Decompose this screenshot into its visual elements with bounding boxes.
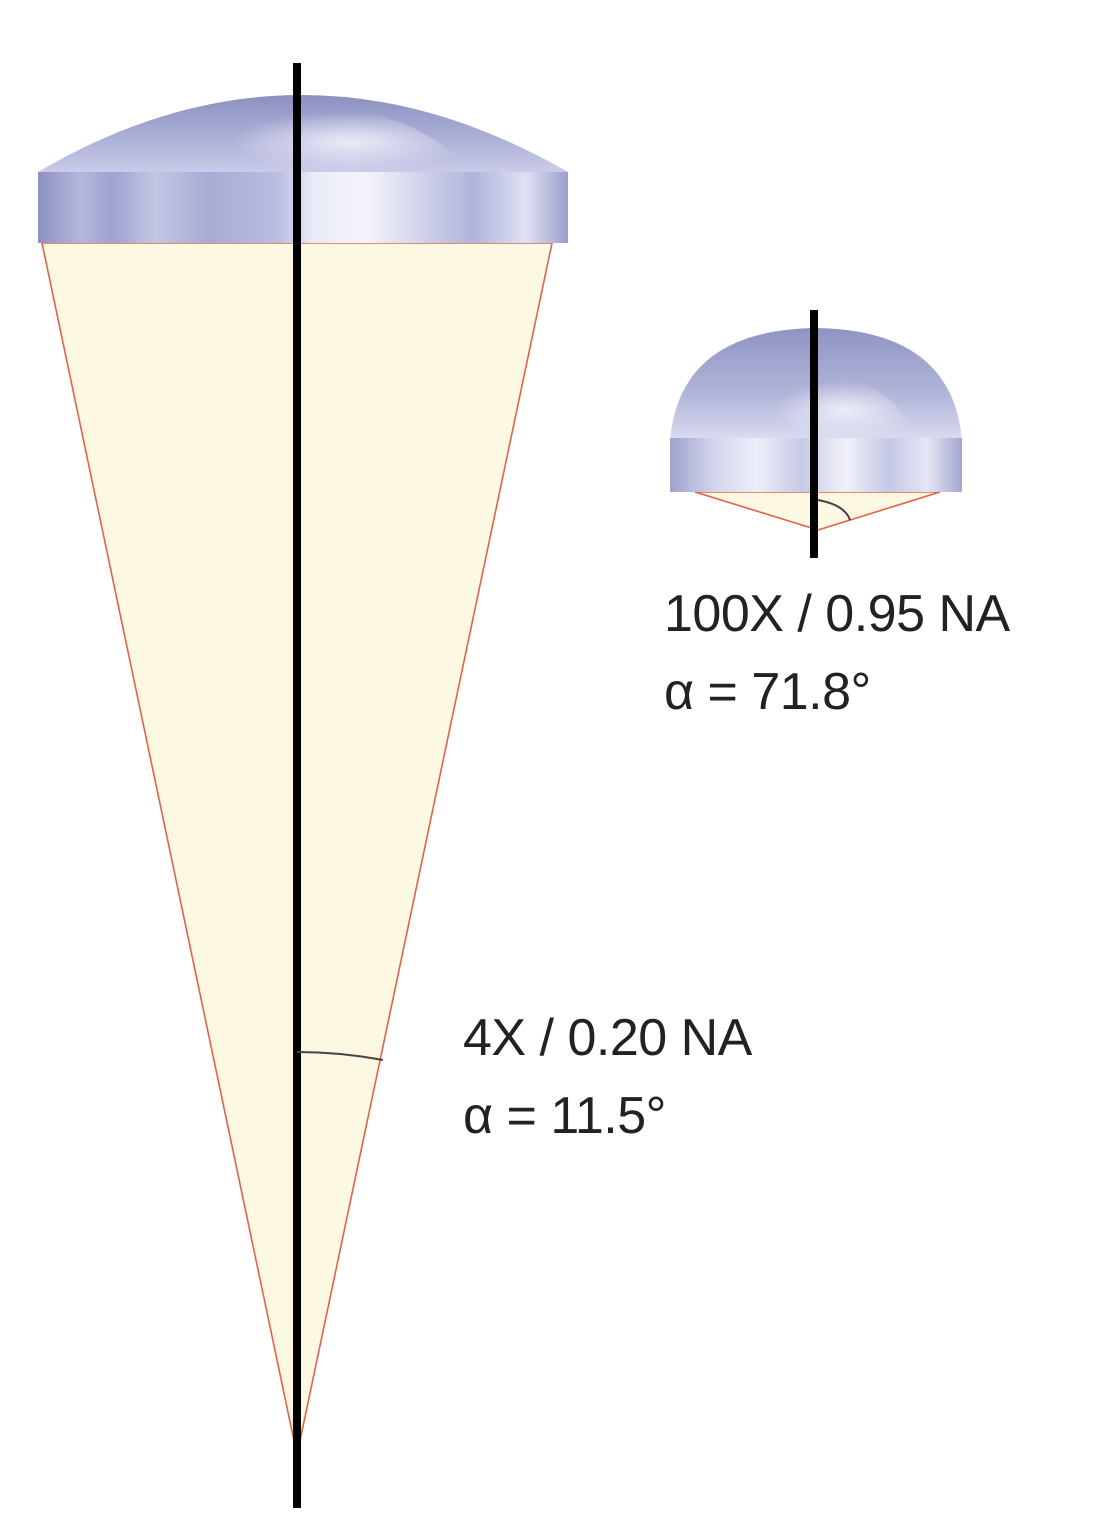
- objective-4x-angle: α = 11.5°: [463, 1087, 666, 1145]
- objective-100x-angle: α = 71.8°: [664, 663, 871, 721]
- objective-4x-label: 4X / 0.20 NA: [463, 1009, 752, 1067]
- lens-100x-dome-highlight: [760, 375, 915, 440]
- objective-100x-label: 100X / 0.95 NA: [664, 585, 1010, 643]
- lens-4x-dome-highlight: [205, 105, 470, 172]
- objective-4x: [38, 63, 568, 1508]
- lens-4x-band: [38, 172, 568, 243]
- angle-arc-100x: [817, 499, 851, 521]
- angle-arc-4x: [296, 1051, 384, 1061]
- objective-100x: [670, 310, 962, 558]
